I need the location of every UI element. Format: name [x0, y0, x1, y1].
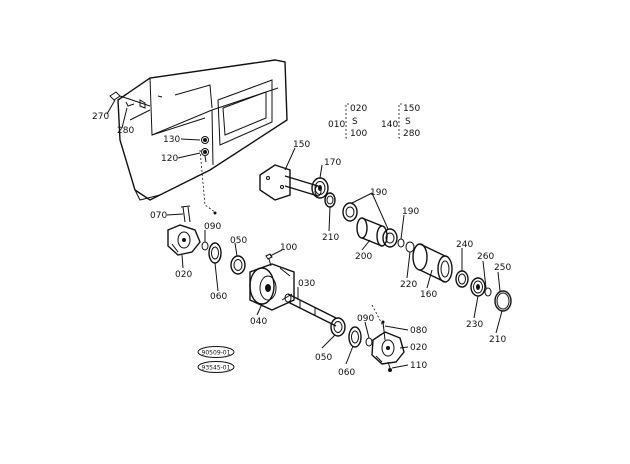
ring-090-left: [201, 241, 209, 251]
label-270: 270: [92, 112, 109, 122]
label-090-left: 090: [204, 222, 221, 232]
label-250: 250: [494, 263, 511, 273]
label-190-a: 190: [370, 188, 387, 198]
label-060-left: 060: [210, 292, 227, 302]
kit-140-bottom: 280: [403, 129, 420, 139]
label-070: 070: [150, 211, 167, 221]
hub-020-left: [167, 224, 201, 256]
bearing-230: [470, 277, 486, 297]
label-240: 240: [456, 240, 473, 250]
label-170: 170: [324, 158, 341, 168]
bolt-100: [265, 253, 273, 267]
label-050-left: 050: [230, 236, 247, 246]
ref-code-1-text: 90509-01: [202, 350, 231, 357]
shaft-030: [284, 293, 337, 327]
kit-010-bottom: 100: [350, 129, 367, 139]
kit-010-parent: 010: [328, 120, 345, 130]
seal-210-upper: [324, 192, 336, 208]
label-160: 160: [420, 290, 437, 300]
ref-code-2: 93545-01: [197, 361, 235, 373]
bearing-060-right: [348, 326, 362, 348]
chassis-frame: [117, 59, 288, 215]
ring-190-small: [397, 238, 405, 248]
part-labels: 270 280 130 120 150 170 210 190 190 200 …: [92, 112, 511, 378]
snap-ring-220: [405, 241, 415, 253]
seal-240: [455, 270, 469, 288]
leader-lines: [106, 99, 503, 369]
bolt-270: [109, 91, 151, 107]
label-220: 220: [400, 280, 417, 290]
shaft-bracket-150: [259, 164, 322, 201]
label-060-right: 060: [338, 368, 355, 378]
bolt-130-120: [201, 136, 209, 163]
label-190-b: 190: [402, 207, 419, 217]
kit-group-010: 010 020 S 100: [328, 103, 367, 139]
kit-group-140: 140 150 S 280: [381, 103, 420, 139]
ref-code-1: 90509-01: [197, 346, 235, 358]
label-230: 230: [466, 320, 483, 330]
ring-250: [494, 290, 512, 312]
kit-140-mid: S: [405, 117, 411, 127]
ring-090-right: [365, 337, 373, 347]
label-080: 080: [410, 326, 427, 336]
label-050-right: 050: [315, 353, 332, 363]
hub-020-right: [371, 304, 405, 365]
label-020-right: 020: [410, 343, 427, 353]
kit-140-parent: 140: [381, 120, 398, 130]
washer-260: [484, 287, 492, 297]
bearing-190-left: [342, 202, 358, 222]
label-040: 040: [250, 317, 267, 327]
label-110: 110: [410, 361, 427, 371]
label-260: 260: [477, 252, 494, 262]
bearing-190-right: [382, 228, 398, 248]
roller-160: [412, 243, 453, 283]
bearing-170: [311, 177, 329, 199]
label-120: 120: [161, 154, 178, 164]
label-090-right: 090: [357, 314, 374, 324]
kit-010-top: 020: [350, 104, 367, 114]
ref-code-2-text: 93545-01: [202, 365, 231, 372]
bearing-060-left: [208, 242, 222, 264]
label-280: 280: [117, 126, 134, 136]
kit-010-mid: S: [352, 117, 358, 127]
pin-080: [381, 320, 386, 341]
label-130: 130: [163, 135, 180, 145]
kit-140-top: 150: [403, 104, 420, 114]
label-210-lower: 210: [489, 335, 506, 345]
label-200: 200: [355, 252, 372, 262]
seal-050-left: [230, 255, 246, 275]
label-020-left: 020: [175, 270, 192, 280]
pin-070: [180, 205, 191, 223]
sprocket-040: [249, 263, 295, 311]
label-150: 150: [293, 140, 310, 150]
label-030: 030: [298, 279, 315, 289]
label-100: 100: [280, 243, 297, 253]
seal-050-right: [330, 317, 346, 337]
bolt-110: [387, 361, 392, 372]
label-210-upper: 210: [322, 233, 339, 243]
spacer-200: [356, 217, 388, 247]
